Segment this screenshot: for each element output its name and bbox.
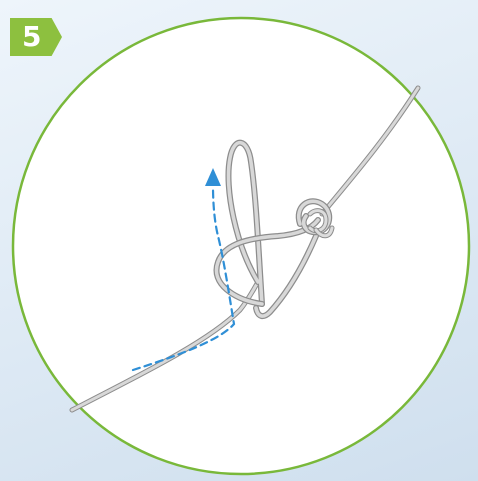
step-number-badge: 5 <box>10 18 62 56</box>
